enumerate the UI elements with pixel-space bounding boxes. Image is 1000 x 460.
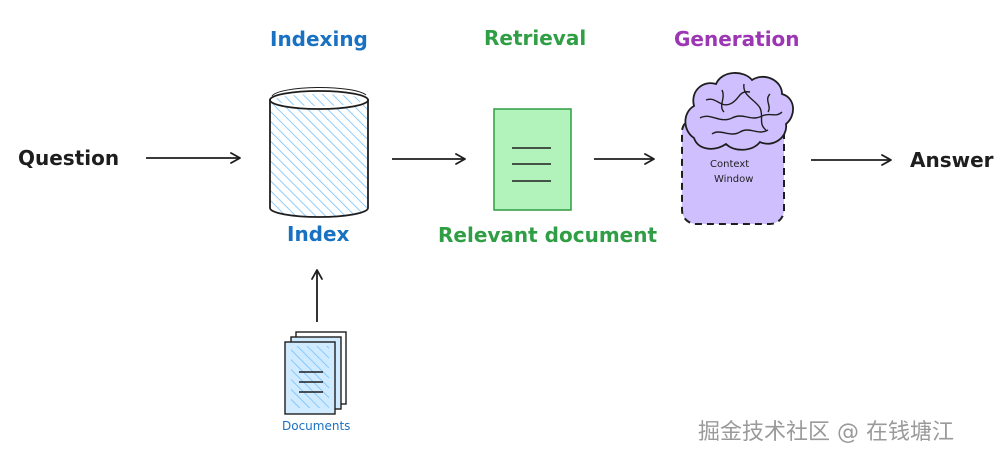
stage-title-retrieval: Retrieval [484,26,587,50]
stage-title-generation: Generation [674,27,800,51]
relevant-document-caption: Relevant document [438,223,658,247]
brain-icon [684,72,794,151]
index-caption: Index [287,222,350,246]
documents-stack-icon [284,331,347,415]
context-window-label-line2: Window [714,174,754,185]
stage-title-indexing: Indexing [270,27,368,51]
question-label: Question [18,146,120,170]
context-window-label-line1: Context [710,159,750,170]
index-cylinder-icon [269,86,369,218]
answer-label: Answer [910,148,994,172]
watermark-text: 掘金技术社区 @ 在钱塘江 [698,420,954,445]
relevant-document-icon [493,108,572,211]
documents-label: Documents [282,419,351,433]
